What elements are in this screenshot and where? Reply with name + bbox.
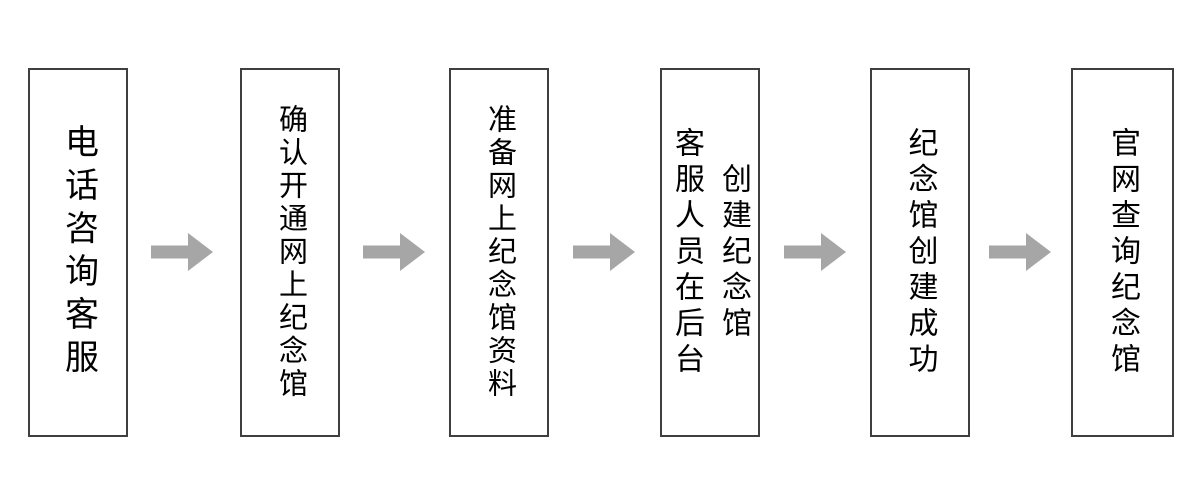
flow-step-6: 官网查询纪念馆	[1071, 68, 1174, 437]
arrow-right-shape	[784, 233, 846, 271]
arrow-right-icon	[989, 233, 1051, 271]
flow-step-label: 确认开通网上纪念馆	[274, 104, 307, 401]
arrow-right-shape	[151, 233, 213, 271]
flow-step-label: 客服人员在后台 创建纪念馆	[670, 126, 750, 379]
flow-step-label: 官网查询纪念馆	[1106, 126, 1139, 379]
arrow-right-shape	[573, 233, 635, 271]
flow-step-1: 电话咨询客服	[28, 68, 128, 437]
flow-step-label: 纪念馆创建成功	[903, 126, 937, 379]
flow-step-5: 纪念馆创建成功	[870, 68, 970, 437]
flow-step-3: 准备网上纪念馆资料	[449, 68, 549, 437]
arrow-right-shape	[989, 233, 1051, 271]
arrow-right-shape	[363, 233, 425, 271]
flow-step-label: 准备网上纪念馆资料	[483, 104, 516, 401]
arrow-right-icon	[784, 233, 846, 271]
flow-step-4: 客服人员在后台 创建纪念馆	[660, 68, 760, 437]
arrow-right-icon	[573, 233, 635, 271]
arrow-right-icon	[151, 233, 213, 271]
flow-step-label: 电话咨询客服	[59, 123, 98, 382]
arrow-right-icon	[363, 233, 425, 271]
flow-step-2: 确认开通网上纪念馆	[240, 68, 340, 437]
